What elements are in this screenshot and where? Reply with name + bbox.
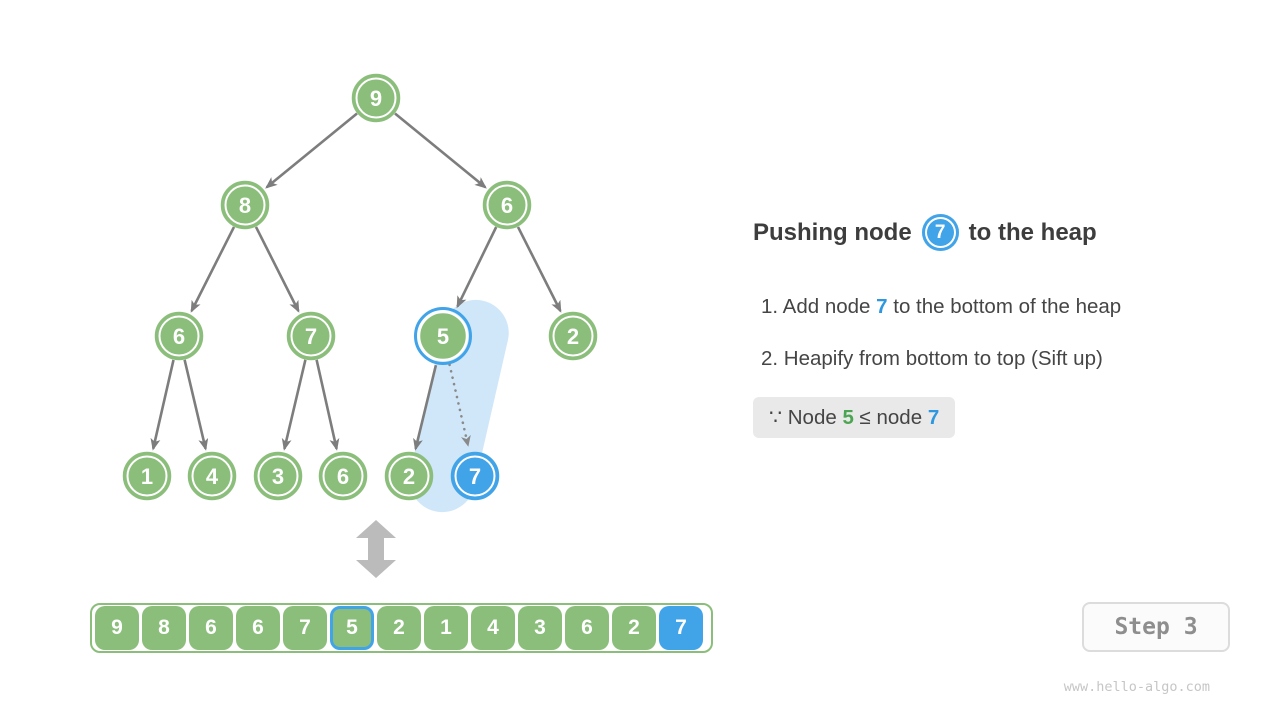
edge-8-6 bbox=[190, 226, 236, 313]
tree-node-6-right: 6 bbox=[482, 180, 532, 230]
step1-prefix: 1. Add node bbox=[761, 295, 877, 318]
edge-6-5 bbox=[456, 226, 498, 309]
edge-5-2 bbox=[413, 364, 438, 451]
edge-7-6 bbox=[315, 359, 340, 451]
edge-5-7-dotted bbox=[448, 363, 471, 447]
array-cell: 2 bbox=[377, 606, 421, 650]
array-cell: 6 bbox=[236, 606, 280, 650]
array-cell: 8 bbox=[142, 606, 186, 650]
tree-node-3: 3 bbox=[253, 451, 303, 501]
array-cell: 6 bbox=[189, 606, 233, 650]
tree-edges bbox=[150, 112, 562, 451]
tree-node-2-right: 2 bbox=[548, 311, 598, 361]
step2-text: 2. Heapify from bottom to top (Sift up) bbox=[761, 347, 1103, 370]
node-value: 7 bbox=[469, 464, 481, 489]
note-node-5: 5 bbox=[842, 406, 854, 429]
node-value: 4 bbox=[206, 464, 219, 489]
heap-tree-svg: 9 8 6 6 7 bbox=[122, 73, 598, 578]
node-value: 5 bbox=[437, 324, 449, 349]
node-value: 2 bbox=[567, 324, 579, 349]
title-suffix: to the heap bbox=[968, 218, 1097, 246]
panel-title: Pushing node 7 to the heap bbox=[753, 214, 1097, 251]
array-cell: 2 bbox=[612, 606, 656, 650]
node-value: 9 bbox=[370, 86, 382, 111]
step-badge-label: Step 3 bbox=[1114, 614, 1198, 640]
edge-6-4 bbox=[183, 359, 209, 451]
array-cell: 7 bbox=[283, 606, 327, 650]
note-prefix: ∵ Node bbox=[769, 406, 843, 429]
node-value: 8 bbox=[239, 193, 251, 218]
tree-node-9: 9 bbox=[351, 73, 401, 123]
array-cell: 9 bbox=[95, 606, 139, 650]
tree-node-4: 4 bbox=[187, 451, 237, 501]
title-prefix: Pushing node bbox=[753, 218, 912, 246]
node-value: 7 bbox=[305, 324, 317, 349]
tree-nodes: 9 8 6 6 7 bbox=[122, 73, 598, 501]
step-item-2: 2. Heapify from bottom to top (Sift up) bbox=[761, 347, 1103, 371]
node-value: 6 bbox=[501, 193, 513, 218]
array-cell: 1 bbox=[424, 606, 468, 650]
edge-9-6 bbox=[394, 112, 487, 189]
comparison-note: ∵ Node 5 ≤ node 7 bbox=[753, 397, 956, 438]
node-value: 2 bbox=[403, 464, 415, 489]
tree-node-8: 8 bbox=[220, 180, 270, 230]
step1-suffix: to the bottom of the heap bbox=[887, 295, 1122, 318]
edge-7-3 bbox=[281, 359, 307, 451]
array-cell: 4 bbox=[471, 606, 515, 650]
step-item-1: 1. Add node 7 to the bottom of the heap bbox=[761, 295, 1121, 319]
sift-up-highlight-capsule bbox=[409, 299, 509, 513]
title-node-circle: 7 bbox=[921, 214, 959, 251]
edge-6-1 bbox=[150, 359, 175, 451]
array-cell: 6 bbox=[565, 606, 609, 650]
node-value: 1 bbox=[141, 464, 153, 489]
tree-node-7-mid: 7 bbox=[286, 311, 336, 361]
tree-node-2-leaf: 2 bbox=[384, 451, 434, 501]
tree-node-7-new: 7 bbox=[450, 451, 500, 501]
title-node-value: 7 bbox=[934, 221, 946, 243]
step-badge: Step 3 bbox=[1082, 602, 1230, 652]
edge-6-2 bbox=[516, 226, 562, 313]
array-cell-new: 7 bbox=[659, 606, 703, 650]
watermark: www.hello-algo.com bbox=[1063, 679, 1210, 695]
node-value: 6 bbox=[337, 464, 349, 489]
node-value: 6 bbox=[173, 324, 185, 349]
tree-array-double-arrow-icon bbox=[356, 520, 396, 578]
edge-9-8 bbox=[265, 112, 358, 189]
tree-node-6-left: 6 bbox=[154, 311, 204, 361]
node-value: 3 bbox=[272, 464, 284, 489]
tree-node-6-leaf: 6 bbox=[318, 451, 368, 501]
edge-8-7 bbox=[254, 226, 300, 313]
tree-node-1: 1 bbox=[122, 451, 172, 501]
note-mid: ≤ node bbox=[853, 406, 928, 429]
step1-node-value: 7 bbox=[876, 295, 888, 318]
array-cell: 3 bbox=[518, 606, 562, 650]
note-node-7: 7 bbox=[927, 406, 940, 429]
array-cell-highlighted-border: 5 bbox=[330, 606, 374, 650]
tree-node-5-highlighted: 5 bbox=[414, 307, 472, 365]
heap-array: 9 8 6 6 7 5 2 1 4 3 6 2 7 bbox=[90, 603, 713, 653]
